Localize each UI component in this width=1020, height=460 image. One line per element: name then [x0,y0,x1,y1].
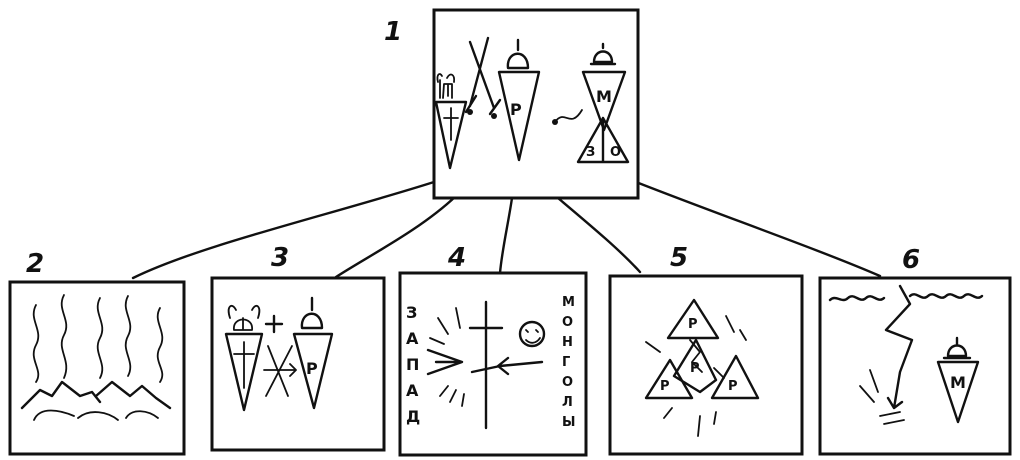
panel-number-6: 6 [902,245,920,275]
panel-frame [820,278,1010,454]
shield-mid-letter: Р [690,361,700,376]
small-left-letter: З [586,145,595,160]
connector-to-3 [336,196,456,277]
panel-number-2: 2 [26,249,44,279]
panel-3: 3 Р [212,243,384,450]
mongols-letter-7: Ы [562,415,575,430]
west-letter-2: А [406,329,419,348]
mongols-letter-1: М [562,295,575,310]
panel-number-5: 5 [670,243,688,273]
panel-frame [400,273,586,455]
panel-number-4: 4 [447,243,466,273]
panel-6: 6 М [820,245,1010,454]
connector-to-4 [500,198,512,273]
small-right-letter: О [610,145,621,160]
shield-right-letter: Р [306,359,318,378]
west-letter-5: Д [406,407,420,426]
panel-5: 5 Р Р Р Р [610,243,802,454]
panel-4: 4 З А П А Д М О Н Г О Л Ы [400,243,586,455]
mongols-letter-6: Л [562,395,573,410]
west-letter-3: П [406,355,419,374]
west-letter-4: А [406,381,419,400]
shield-mid-letter: Р [510,100,522,119]
mongols-letter-2: О [562,315,573,330]
panel-number-3: 3 [271,243,289,273]
mongols-letter-5: О [562,375,573,390]
panel-frame [610,276,802,454]
panel-frame [212,278,384,450]
panel-1: 1 Р М З О [384,10,638,198]
panel-number-1: 1 [384,17,402,47]
shield-letter: М [950,373,966,392]
west-letter-1: З [406,303,417,322]
connector-to-5 [558,198,640,272]
shield-right-letter: М [596,87,612,106]
mongols-letter-4: Г [562,355,570,370]
shield-right-letter: Р [728,379,738,394]
shield-left-letter: Р [660,379,670,394]
shield-top-letter: Р [688,317,698,332]
panel-2: 2 [10,249,184,454]
mongols-letter-3: Н [562,335,573,350]
